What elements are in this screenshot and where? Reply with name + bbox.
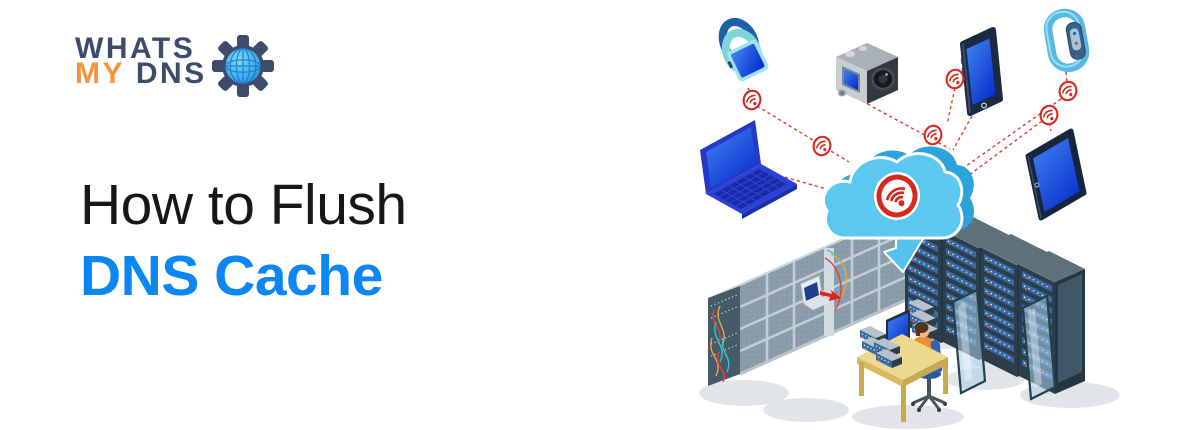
cloud-wifi-badge — [873, 172, 921, 220]
laptop-illustration — [700, 120, 797, 219]
glass-door — [1021, 294, 1057, 401]
patch-ports — [710, 294, 738, 357]
logo-my: MY — [75, 57, 125, 90]
action-camera-illustration — [836, 43, 898, 104]
red-arrow — [820, 290, 841, 301]
globe-gear-icon — [212, 35, 274, 97]
logo-line2: MY DNS — [75, 59, 207, 89]
wifi-badges — [740, 66, 1080, 159]
smartwatch-illustration — [718, 18, 769, 82]
title-line1: How to Flush — [80, 173, 407, 237]
wifi-cloud — [822, 146, 975, 240]
wifi-badge — [921, 122, 945, 148]
wifi-badge — [1037, 102, 1061, 128]
whatsmydns-logo: WHATS MY DNS — [75, 32, 207, 89]
network-illustration — [699, 8, 1120, 429]
logo-dns: DNS — [135, 57, 207, 90]
admin-at-desk — [857, 298, 948, 422]
divider-cables — [824, 249, 848, 311]
title-line2: DNS Cache — [80, 244, 383, 308]
page-title: How to Flush DNS Cache — [80, 170, 407, 312]
maintenance-laptop — [800, 275, 831, 310]
patch-cables — [710, 305, 730, 383]
glass-door — [951, 288, 987, 395]
server-rack-wall — [708, 212, 907, 386]
smartphone-illustration — [960, 27, 1003, 116]
tablet-illustration — [1025, 128, 1087, 221]
wifi-badge — [810, 133, 834, 159]
logo-line1: WHATS — [75, 32, 196, 65]
fitness-band-illustration — [1043, 8, 1090, 73]
server-cabinets — [904, 199, 1086, 401]
